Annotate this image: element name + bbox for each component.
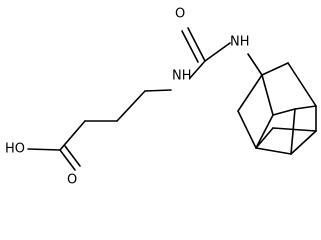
adamantane-bond-11 <box>255 114 274 149</box>
bond-ho-c <box>27 148 61 151</box>
atom-acid-oxygen-label: O <box>67 173 77 188</box>
adamantane-bond-4 <box>290 130 317 155</box>
bond-c-o-double-b <box>64 145 81 167</box>
atom-nh-left-label: NH <box>172 69 192 84</box>
atom-ho-label: HO <box>5 142 25 157</box>
atom-nh-right-label: NH <box>230 35 250 50</box>
adamantane-bond-13 <box>255 127 274 149</box>
adamantane-bond-1 <box>261 62 289 76</box>
adamantane-bond-6 <box>237 110 257 149</box>
adamantane-bond-2 <box>287 62 317 107</box>
bond-c-o-double-a <box>59 149 76 171</box>
adamantane-bond-7 <box>237 74 263 112</box>
adamantane-bond-14 <box>272 127 317 132</box>
bond-ch2-ch2-2 <box>116 90 146 122</box>
bond-c-ch2-1 <box>59 120 86 151</box>
bond-c-o-urea-a <box>187 27 206 62</box>
adamantane-bond-5 <box>255 147 292 155</box>
bond-c-nh-right <box>204 42 231 62</box>
adamantane-bond-9 <box>272 108 296 116</box>
adamantane-bond-12 <box>290 108 296 155</box>
bond-nh-left-c <box>189 60 206 79</box>
atom-urea-oxygen-label: O <box>175 7 185 22</box>
bond-nh-right-adamantyl <box>247 53 263 76</box>
adamantane-bond-10 <box>294 105 317 110</box>
adamantane-bond-8 <box>261 74 274 116</box>
chemical-structure: HO O NH O NH <box>5 7 317 188</box>
bond-c-o-urea-b <box>181 30 199 63</box>
bond-ch2-nh-left <box>144 89 172 92</box>
